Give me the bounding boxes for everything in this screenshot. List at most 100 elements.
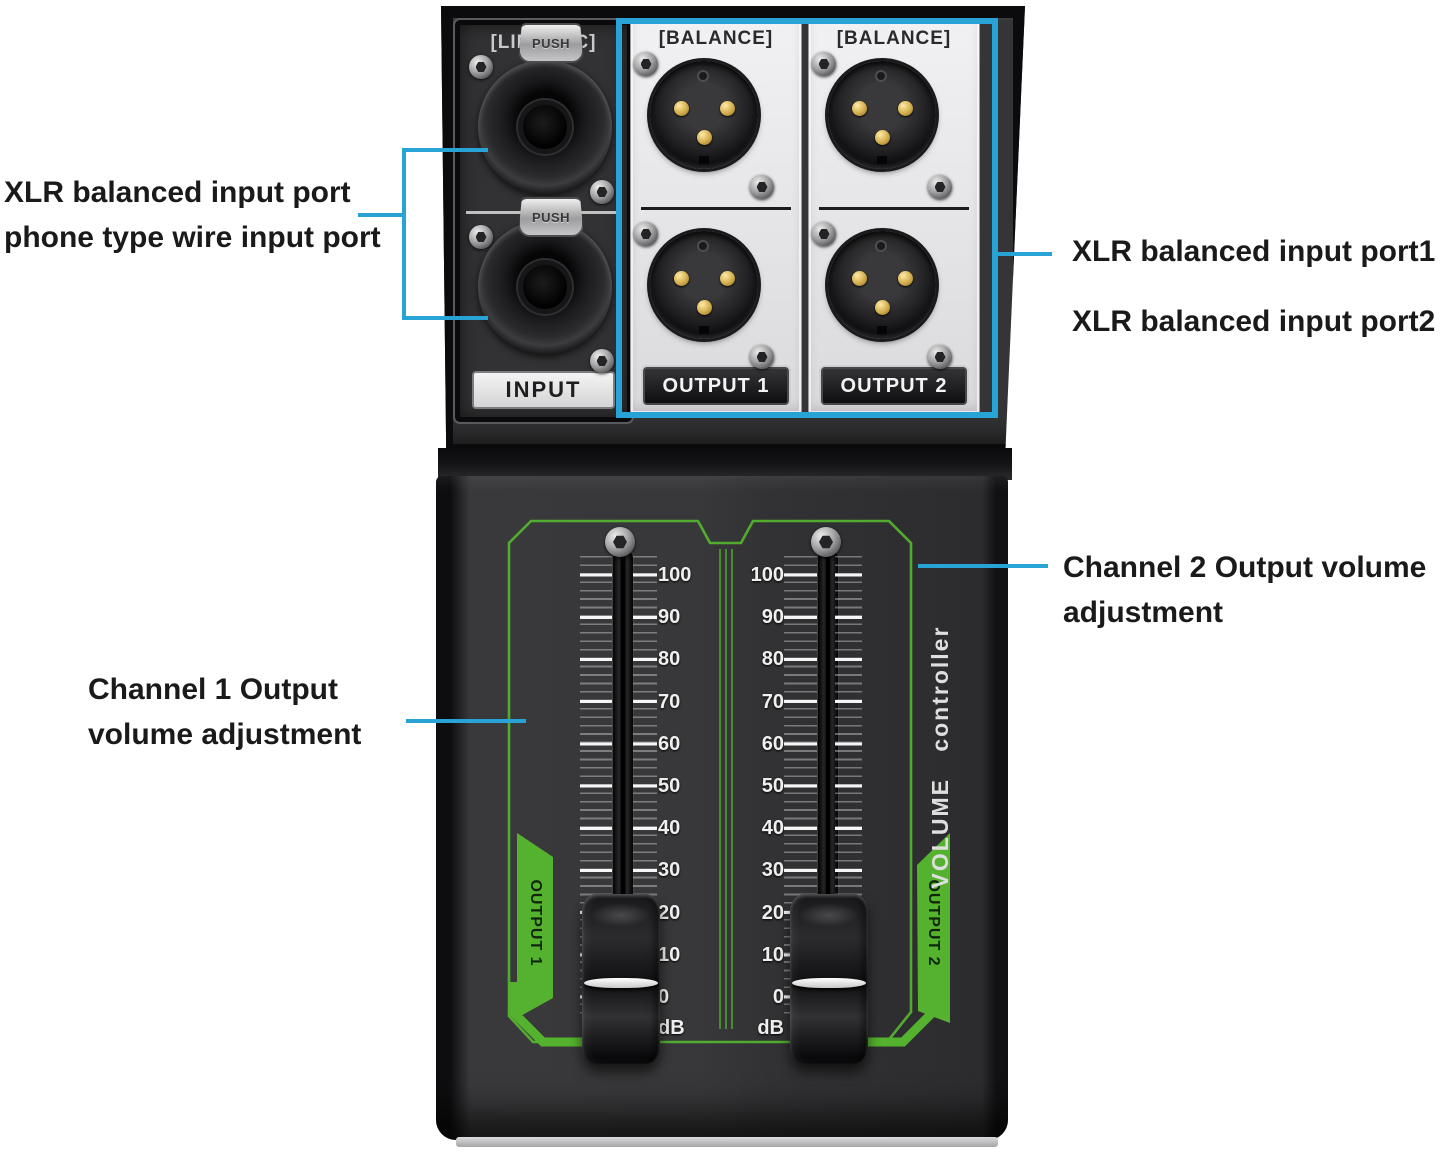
combo-input-jack-2 [478,220,612,354]
corner-accent-left [509,982,583,1047]
scale-label: 10 [761,943,784,966]
screw-icon [928,345,952,369]
scale-label: dB [658,1017,685,1040]
output1-panel: [BALANCE] OUTPUT 1 [630,20,802,414]
annotation-text: phone type wire input port [4,221,381,254]
ground-mark [697,70,709,82]
xlr-pin [875,300,890,315]
annotation-channel2: Channel 2 Output volume adjustment [1063,545,1426,635]
xlr-pin [697,130,712,145]
push-latch-1: PUSH [518,23,584,63]
jack-hole [523,265,567,309]
scale-label: 20 [658,901,681,924]
screw-icon [469,225,493,249]
ground-mark [875,70,887,82]
screw-icon [750,345,774,369]
ground-mark [875,240,887,252]
xlr-keyway [699,156,709,164]
screw-icon [469,55,493,79]
annotation-text: Channel 1 Output [88,673,338,706]
screw-icon [605,527,635,557]
xlr-pin [898,271,913,286]
scale-label: 80 [761,648,784,671]
scale-label: 20 [761,901,784,924]
balance-label: [BALANCE] [836,28,952,49]
callout-line [406,719,526,723]
annotation-text: XLR balanced input port [4,176,351,209]
screw-icon [634,52,658,76]
annotation-text: adjustment [1063,596,1224,629]
balance-label: [BALANCE] [658,28,774,49]
scale-label: 90 [761,606,784,629]
callout-line [402,148,488,152]
fader2-knob [790,894,868,1064]
input-label: INPUT [505,377,582,402]
scale-label: dB [757,1017,784,1040]
screw-icon [928,175,952,199]
fader1-scale-numbers: 100 90 80 70 60 50 40 30 20 10 0 dB [658,554,694,1049]
xlr-output-connector [650,61,758,169]
scale-label: 70 [658,690,681,713]
scale-label: 30 [658,859,681,882]
annotation-xlr-port1: XLR balanced input port1 [1072,229,1435,274]
input-label-plate: INPUT [472,371,615,409]
xlr-keyway [877,326,887,334]
ground-mark [697,240,709,252]
xlr-pin [875,130,890,145]
device-fold [438,448,1012,480]
scale-label: 40 [658,817,681,840]
green-outline-decoration [507,519,950,1047]
push-label: PUSH [531,209,571,225]
output2-label-plate: OUTPUT 2 [821,367,967,405]
screw-icon [812,52,836,76]
xlr-pin [852,101,867,116]
callout-line [994,252,1052,256]
annotation-text: XLR balanced input port1 [1072,235,1436,268]
xlr-pin [720,101,735,116]
screw-icon [811,527,841,557]
center-divider-lines [719,549,733,1029]
annotation-text: volume adjustment [88,718,362,751]
device-front-panel: 100 90 80 70 60 50 40 30 20 10 0 dB 100 … [436,476,1008,1140]
scale-label: 30 [761,859,784,882]
output-ports-highlight-box [616,18,998,418]
divider-line [641,207,791,210]
push-latch-2: PUSH [518,197,584,237]
scale-label: 10 [658,943,681,966]
fader-knob-stripe [792,978,866,988]
combo-input-jack-1 [478,60,612,194]
scale-label: 90 [658,606,681,629]
screw-icon [750,175,774,199]
annotation-combo-input: XLR balanced input port phone type wire … [4,170,381,260]
callout-line [918,564,1048,568]
scale-label: 80 [658,648,681,671]
scale-label: 70 [761,690,784,713]
volume-controller-label: VOLUME controller [927,625,953,889]
scale-label: 60 [658,732,681,755]
xlr-output-connector [650,231,758,339]
output2-label: OUTPUT 2 [840,374,948,397]
scale-label: 60 [761,732,784,755]
device-rear-panel: [LINE/MIC] PUSH PUSH INPUT [441,6,1025,456]
divider-line [819,207,969,210]
xlr-pin [674,271,689,286]
xlr-output-connector [828,231,936,339]
fader1-knob [582,894,660,1064]
scale-label: 100 [750,564,784,586]
input-section: [LINE/MIC] PUSH PUSH INPUT [455,20,632,422]
xlr-pin [898,101,913,116]
output1-label: OUTPUT 1 [662,374,770,397]
corner-accent-right [863,982,937,1047]
xlr-pin [720,271,735,286]
screw-icon [812,222,836,246]
output1-stripe-label: OUTPUT 1 [527,879,544,967]
fader-knob-stripe [584,978,658,988]
scale-label: 100 [658,564,692,586]
callout-line [402,316,488,320]
push-label: PUSH [531,35,571,51]
callout-line [358,213,406,217]
output2-panel: [BALANCE] OUTPUT 2 [808,20,980,414]
output2-stripe [917,833,950,1023]
device-bottom-edge [456,1137,998,1147]
jack-hole [523,105,567,149]
